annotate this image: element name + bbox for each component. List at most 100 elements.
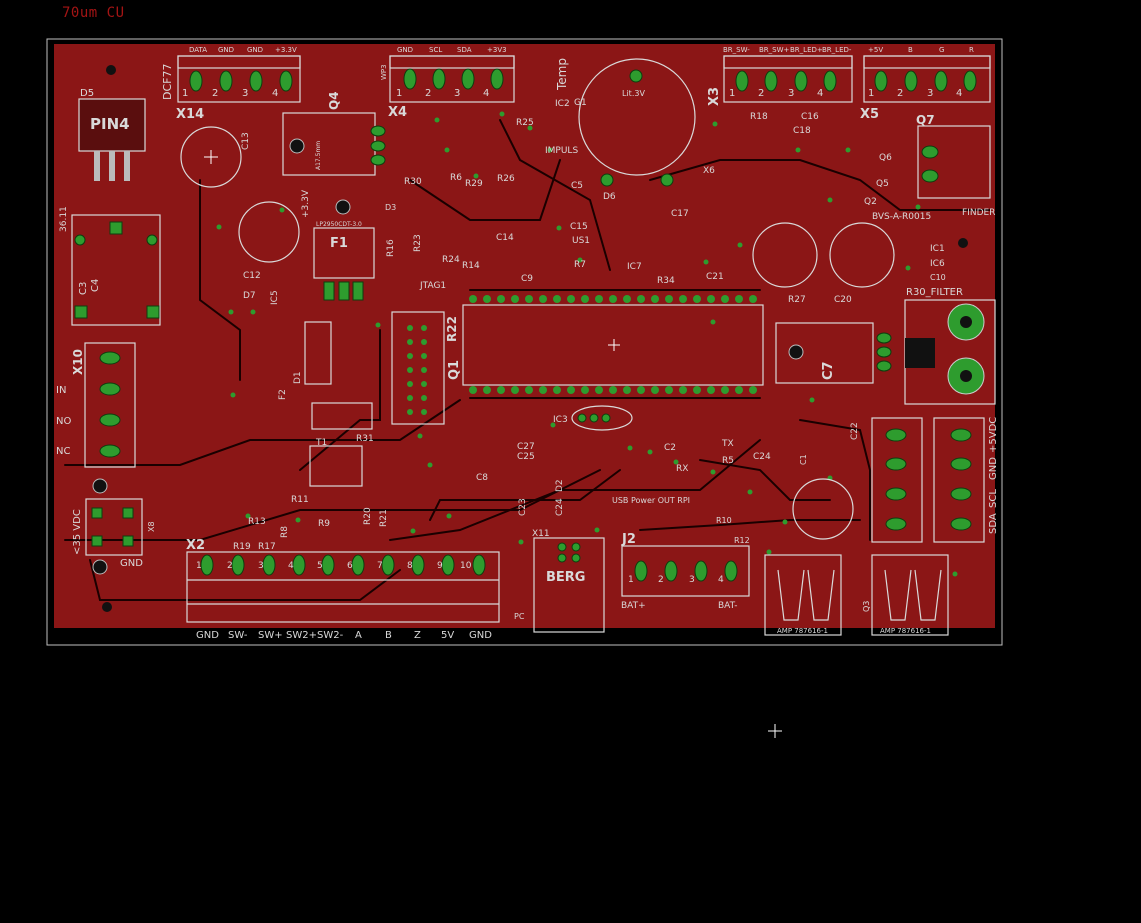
x3-ref: X3 (707, 87, 722, 106)
x8-voltage-label: <35 VDC (72, 509, 83, 555)
dcf77-pin1-label: DATA (189, 46, 207, 54)
f2-ref: R31 (356, 434, 374, 444)
k1-relay[interactable]: 36.11 C3 C4 (59, 206, 161, 326)
x2-terminal-strip[interactable]: X2 1 2 3 4 5 6 7 8 9 10 GND SW- SW+ SW2+… (186, 538, 500, 641)
c12-ref: +3.3V (301, 189, 311, 218)
q4-transistor[interactable]: Q4 A17.5mm (282, 91, 386, 176)
diode-d1[interactable]: T1 (309, 438, 363, 487)
x2-pin-sw-plus: SW+ (258, 630, 283, 641)
x8-ref: X8 (147, 521, 156, 532)
svg-text:IC1: IC1 (930, 244, 945, 254)
d1-ref: T1 (315, 438, 327, 448)
x3-num1: 1 (729, 88, 735, 99)
x9-connector[interactable]: Q7 (916, 113, 991, 199)
svg-text:R9: R9 (318, 519, 330, 529)
c13-capacitor[interactable]: C13 (180, 126, 251, 188)
c17-capacitor[interactable]: R27 (752, 222, 818, 305)
bvs-shunt-terminals[interactable] (904, 299, 996, 405)
x2-num8: 8 (407, 561, 413, 571)
ic5-regulator[interactable]: LP2950CDT-3.0 F1 F2 IC5 (270, 221, 375, 400)
svg-text:R25: R25 (516, 118, 534, 128)
x14-ref: X14 (176, 107, 204, 122)
d5-ref: D5 (80, 88, 94, 99)
fuse-f2[interactable]: R31 (311, 402, 374, 444)
x8-power-input[interactable]: X8 <35 VDC GND (72, 498, 156, 569)
svg-text:R23: R23 (413, 234, 423, 252)
x11-berg-connector[interactable]: X11 BERG PC (514, 529, 605, 633)
ic6-regulator[interactable]: C7 C22 C24 (753, 322, 892, 462)
cap-u1-area[interactable]: USB Power OUT RPI (612, 478, 854, 540)
x2-num7: 7 (377, 561, 383, 571)
crystal-q1[interactable]: IC3 C2 (553, 405, 676, 453)
c4-ref: D7 (243, 291, 256, 301)
dcf77-num1: 1 (182, 88, 188, 99)
connector-x5[interactable]: +5V B G R 1 2 3 4 X5 (860, 46, 991, 122)
connector-dcf77[interactable]: DATA GND GND +3.3V 1 2 3 4 DCF77 X14 (161, 46, 301, 122)
x10-pin-in: IN (56, 385, 66, 396)
x2-num1: 1 (196, 561, 202, 571)
svg-text:US1: US1 (572, 236, 590, 246)
svg-text:C1: C1 (799, 454, 808, 465)
x11-ref: X11 (532, 529, 550, 539)
svg-text:R29: R29 (465, 179, 483, 189)
x2-pin-gnd: GND (196, 630, 219, 641)
dcf77-num4: 4 (272, 88, 278, 99)
battery-voltage: Lit.3V (622, 89, 645, 98)
d5-pin4-component[interactable]: D5 PIN4 (78, 88, 146, 181)
c21-capacitor[interactable]: C20 R30_FILTER (829, 222, 963, 305)
svg-text:C15: C15 (570, 222, 588, 232)
usb-connector-right[interactable]: AMP 787616-1 Q3 (862, 554, 949, 636)
svg-text:R14: R14 (462, 261, 480, 271)
usb-connector-left[interactable]: AMP 787616-1 (764, 554, 842, 636)
g1-ref: G1 (574, 98, 587, 108)
x2-num6: 6 (347, 561, 353, 571)
bvs-label: R30_FILTER (906, 287, 963, 298)
battery-g1[interactable]: Lit.3V G1 Temp IC2 IMPULS (545, 58, 696, 187)
svg-text:R26: R26 (497, 174, 515, 184)
j2-num1: 1 (628, 575, 634, 585)
x2-num4: 4 (288, 561, 294, 571)
svg-text:R6: R6 (450, 173, 462, 183)
svg-text:IC6: IC6 (930, 259, 945, 269)
svg-text:R13: R13 (248, 517, 266, 527)
j2-num3: 3 (689, 575, 695, 585)
connector-x3[interactable]: BR_SW- BR_SW+ BR_LED+ BR_LED- 1 2 3 4 X3 (707, 46, 853, 106)
x10-connector[interactable]: X10 IN NO NC (56, 342, 136, 468)
jtag-ref: R22 (445, 316, 459, 342)
x2-ref: X2 (186, 538, 205, 553)
ic5-voltage: LP2950CDT-3.0 (316, 221, 362, 228)
connector-x4[interactable]: GND SCL SDA +3V3 1 2 3 4 WP3 X4 (380, 46, 515, 120)
c3-ref: C12 (243, 271, 261, 281)
j2-pin-bat-minus: BAT- (718, 601, 738, 611)
x4-pin2-label: SCL (429, 46, 442, 54)
j2-battery-connector[interactable]: J2 1 2 3 4 BAT+ BAT- (621, 532, 750, 611)
ic6-ref: C7 (821, 361, 836, 380)
svg-text:C17: C17 (671, 209, 689, 219)
x7-pin-gnd: GND (988, 457, 999, 480)
ic8-ref: C2 (664, 443, 676, 453)
ic2-ref: IC2 (555, 99, 570, 109)
svg-text:R17: R17 (258, 542, 276, 552)
c3-capacitor[interactable]: C12 D7 +3.3V (238, 189, 311, 301)
x7-connector[interactable]: +5VDC GND SCL SDA (933, 417, 999, 543)
dcf77-num3: 3 (242, 88, 248, 99)
svg-text:Q6: Q6 (879, 153, 892, 163)
x2-pin-gnd2: GND (469, 630, 492, 641)
x2-pin-sw2-minus: SW2- (317, 630, 344, 641)
x7b-connector[interactable] (871, 417, 923, 543)
svg-text:R24: R24 (442, 255, 460, 265)
jtag-header[interactable]: R22 (391, 311, 459, 425)
fuse-f1[interactable]: D1 (293, 321, 332, 385)
x2-pin-b: B (385, 630, 392, 641)
x4-num2: 2 (425, 88, 431, 99)
k1-brand: C3 (78, 282, 89, 295)
x5-num1: 1 (868, 88, 874, 99)
svg-text:C24: C24 (555, 498, 565, 516)
svg-text:D6: D6 (603, 192, 616, 202)
x3-pin2-label: BR_SW+ (759, 46, 790, 54)
x4-pin1-label: GND (397, 46, 413, 54)
x7-pin-sda: SDA (988, 513, 999, 534)
ic1-mcu[interactable]: Q1 (447, 295, 764, 394)
svg-text:C18: C18 (793, 126, 811, 136)
